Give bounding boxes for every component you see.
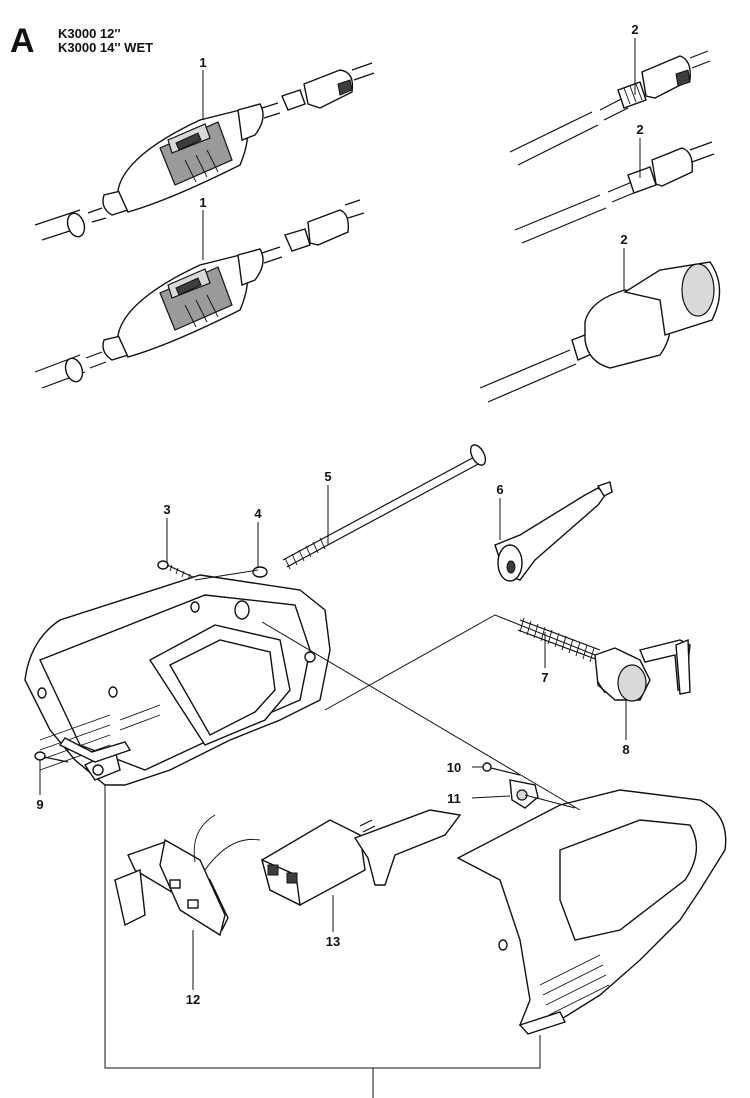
part-1-prcd-cable-lower <box>34 199 365 389</box>
housing-right-half <box>456 789 727 1035</box>
housing-left-half <box>24 574 331 786</box>
part-2-euro-plug-cable <box>509 50 711 166</box>
part-2-us-plug-cable <box>514 141 715 244</box>
callout-6: 6 <box>496 482 503 497</box>
assembly-line-grip <box>324 614 596 711</box>
assembly-line-screw <box>194 569 259 581</box>
bracket-line-right <box>373 1035 541 1069</box>
callout-10: 10 <box>447 760 461 775</box>
section-letter: A <box>10 22 35 60</box>
model-line-2: K3000 14'' WET <box>58 40 154 55</box>
part-7-spring <box>517 617 601 663</box>
part-6-handle-grip <box>494 481 613 582</box>
part-2-industrial-plug-cable <box>479 261 721 403</box>
callout-8: 8 <box>622 742 629 757</box>
callout-1-lower: 1 <box>199 195 206 210</box>
callout-2-middle: 2 <box>636 122 643 137</box>
part-5-long-bolt <box>282 444 487 570</box>
assembly-line-clamp <box>524 794 576 809</box>
callout-12: 12 <box>186 992 200 1007</box>
part-4-washer <box>252 566 268 578</box>
model-line-1: K3000 12'' <box>58 26 121 41</box>
callout-7: 7 <box>541 670 548 685</box>
callout-3: 3 <box>163 502 170 517</box>
part-8-trigger-lock <box>594 638 691 702</box>
callout-13: 13 <box>326 934 340 949</box>
bracket-line-left <box>104 785 374 1098</box>
callout-1-upper: 1 <box>199 55 206 70</box>
part-11-cable-clamp <box>509 779 539 809</box>
callout-9: 9 <box>36 797 43 812</box>
part-1-prcd-cable-upper <box>34 62 375 241</box>
part-3-screw <box>157 560 196 581</box>
part-10-screw <box>482 762 521 776</box>
callout-4: 4 <box>254 506 262 521</box>
callout-2-bottom: 2 <box>620 232 627 247</box>
callout-2-top: 2 <box>631 22 638 37</box>
part-13-switch <box>260 809 462 907</box>
part-12-cover-plate <box>114 814 261 937</box>
callout-11: 11 <box>447 791 461 806</box>
assembly-line-housing <box>261 621 581 811</box>
callout-5: 5 <box>324 469 331 484</box>
